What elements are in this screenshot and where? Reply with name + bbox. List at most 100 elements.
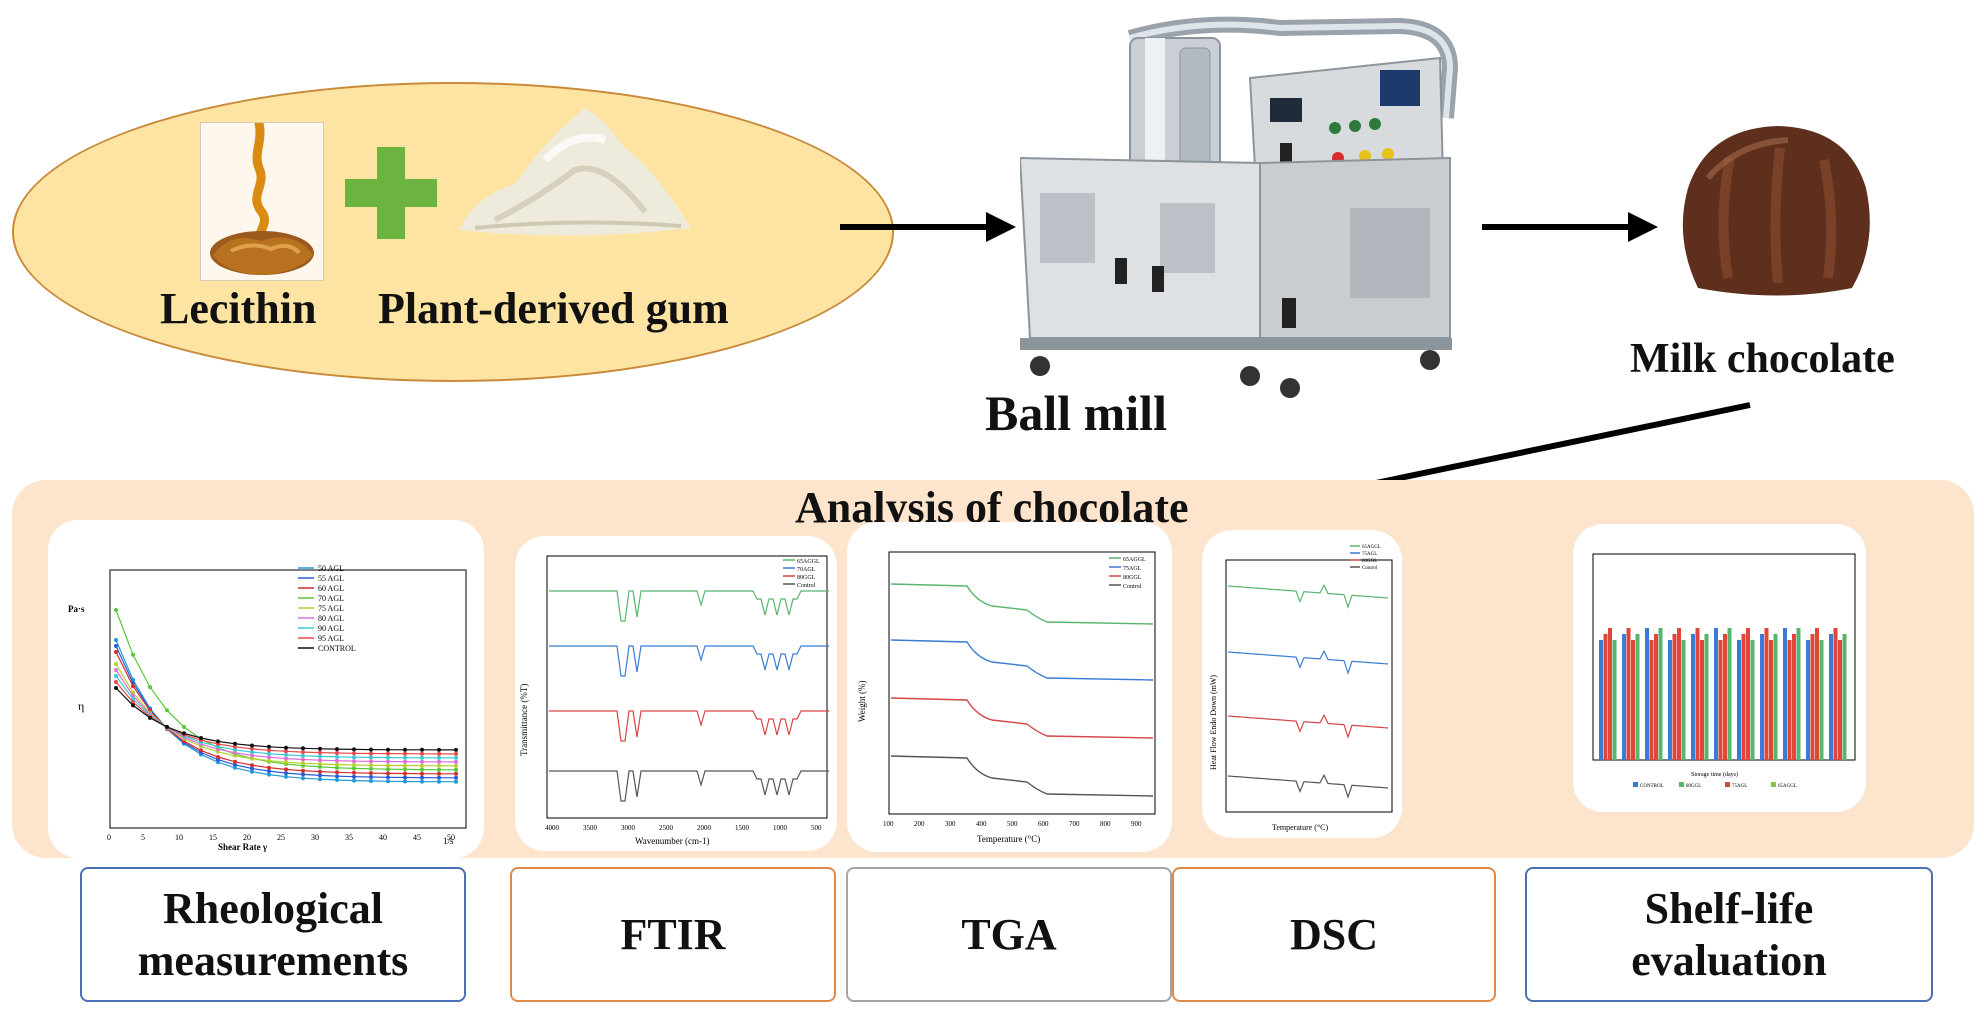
- dsc-legend-entry: 75AGL: [1362, 552, 1377, 557]
- dsc-curves-thumbnail: Heat Flow Endo Down (mW) Temperature (°C…: [1202, 530, 1402, 838]
- method-box-ftir: FTIR: [510, 867, 836, 1002]
- tga-xtick: 900: [1131, 820, 1142, 828]
- shelf-legend-entry: 80GGL: [1686, 784, 1701, 789]
- rheo-xtick: 30: [311, 833, 319, 842]
- tga-curve: [890, 583, 1154, 625]
- shelf-bar: [1773, 634, 1778, 760]
- ftir-legend-entry: 65AGGL: [797, 559, 820, 565]
- shelf-legend-swatch: [1633, 782, 1638, 787]
- dsc-legend-entry: Control: [1362, 566, 1378, 571]
- shelf-bar: [1815, 628, 1819, 760]
- ftir-spectrum: [549, 590, 829, 622]
- rheo-series-line: [115, 675, 457, 759]
- shelf-bar: [1622, 634, 1626, 760]
- shelf-bar: [1783, 628, 1787, 760]
- tga-xtick: 700: [1069, 820, 1080, 828]
- tga-legend-entry: Control: [1123, 584, 1142, 590]
- shelf-legend-swatch: [1725, 782, 1730, 787]
- dsc-xlabel: Temperature (°C): [1272, 823, 1329, 832]
- rheo-xunit: 1/s: [443, 836, 454, 846]
- rheo-xtick: 35: [345, 833, 353, 842]
- tga-xtick: 400: [976, 820, 987, 828]
- method-box-dsc: DSC: [1172, 867, 1496, 1002]
- shelf-bar: [1599, 640, 1603, 760]
- shelf-bar: [1668, 640, 1672, 760]
- shelf-bar: [1838, 640, 1842, 760]
- dsc-legend-entry: 80GGL: [1362, 559, 1377, 564]
- method-label-tga: TGA: [961, 909, 1057, 959]
- rheo-legend-entry: 80 AGL: [318, 614, 344, 623]
- shelf-bar: [1792, 634, 1796, 760]
- tga-legend-entry: 80GGL: [1123, 575, 1142, 581]
- plus-icon: [345, 147, 437, 239]
- ftir-legend-entry: 70AGL: [797, 567, 816, 573]
- tga-curve: [890, 639, 1154, 681]
- gum-powder-image: [455, 100, 695, 240]
- ftir-spectrum: [549, 710, 829, 742]
- ftir-xtick: 1500: [735, 824, 750, 832]
- rheo-legend-entry: CONTROL: [318, 644, 356, 653]
- shelf-bar: [1714, 628, 1718, 760]
- ftir-xtick: 2000: [697, 824, 712, 832]
- shelf-bar: [1700, 640, 1704, 760]
- tga-xlabel: Temperature (°C): [977, 834, 1040, 844]
- shelf-bar: [1727, 628, 1732, 760]
- ball-mill-image: [1018, 8, 1480, 428]
- ftir-legend-entry: 80GGL: [797, 575, 816, 581]
- rheo-point: [454, 759, 458, 764]
- shelf-bar: [1741, 634, 1746, 760]
- method-label-shelf-2: evaluation: [1631, 935, 1827, 985]
- rheo-legend-entry: 75 AGL: [318, 604, 344, 613]
- milk-chocolate-label: Milk chocolate: [1630, 336, 1895, 382]
- shelf-bar: [1760, 634, 1764, 760]
- shelf-bar: [1806, 640, 1810, 760]
- shelf-bar: [1833, 628, 1838, 760]
- rheo-point: [454, 755, 458, 760]
- tga-legend-entry: 75AGL: [1123, 566, 1142, 572]
- shelf-bar: [1695, 628, 1700, 760]
- ingredients-ellipse: [12, 82, 894, 382]
- dsc-curve: [1227, 583, 1389, 609]
- shelf-bar: [1603, 634, 1608, 760]
- lecithin-image: [200, 122, 324, 281]
- ftir-xtick: 3000: [621, 824, 636, 832]
- method-label-dsc: DSC: [1289, 909, 1379, 959]
- tga-xtick: 300: [945, 820, 956, 828]
- tga-xtick: 200: [914, 820, 925, 828]
- shelf-bar: [1787, 640, 1792, 760]
- rheo-series-line: [115, 651, 456, 775]
- shelf-bar: [1750, 640, 1755, 760]
- rheo-xtick: 40: [379, 833, 387, 842]
- dsc-curve: [1227, 713, 1389, 739]
- shelf-bar: [1608, 628, 1612, 760]
- shelf-legend-entry: 75AGL: [1732, 784, 1747, 789]
- rheo-xtick: 10: [175, 833, 183, 842]
- shelf-bar: [1691, 634, 1695, 760]
- shelf-bar: [1796, 628, 1801, 760]
- lecithin-label: Lecithin: [160, 284, 317, 333]
- rheo-series-line: [115, 687, 456, 751]
- dsc-curve: [1227, 649, 1389, 675]
- gum-label: Plant-derived gum: [378, 284, 729, 333]
- method-label-rheological-1: Rheological: [163, 883, 383, 933]
- ftir-xlabel: Wavenumber (cm-1): [635, 836, 710, 846]
- rheo-point: [454, 763, 458, 768]
- ftir-xtick: 500: [811, 824, 822, 832]
- rheo-xtick: 25: [277, 833, 285, 842]
- ftir-spectra-thumbnail: Transmittance (%T) Wavenumber (cm-1) 400…: [515, 536, 837, 851]
- shelf-bar: [1658, 628, 1663, 760]
- rheo-legend-entry: 55 AGL: [318, 574, 344, 583]
- shelf-bar: [1672, 634, 1677, 760]
- rheo-legend-entry: 70 AGL: [318, 594, 344, 603]
- rheo-ylabel: η: [78, 699, 84, 713]
- shelf-bar: [1810, 634, 1815, 760]
- shelf-bar: [1718, 640, 1723, 760]
- shelf-legend-entry: CONTROL: [1640, 784, 1664, 789]
- shelf-bar: [1612, 640, 1617, 760]
- rheo-legend-entry: 90 AGL: [318, 624, 344, 633]
- shelf-bar: [1764, 628, 1769, 760]
- dsc-legend-entry: 65AGGL: [1362, 545, 1381, 550]
- rheo-xtick: 0: [107, 833, 111, 842]
